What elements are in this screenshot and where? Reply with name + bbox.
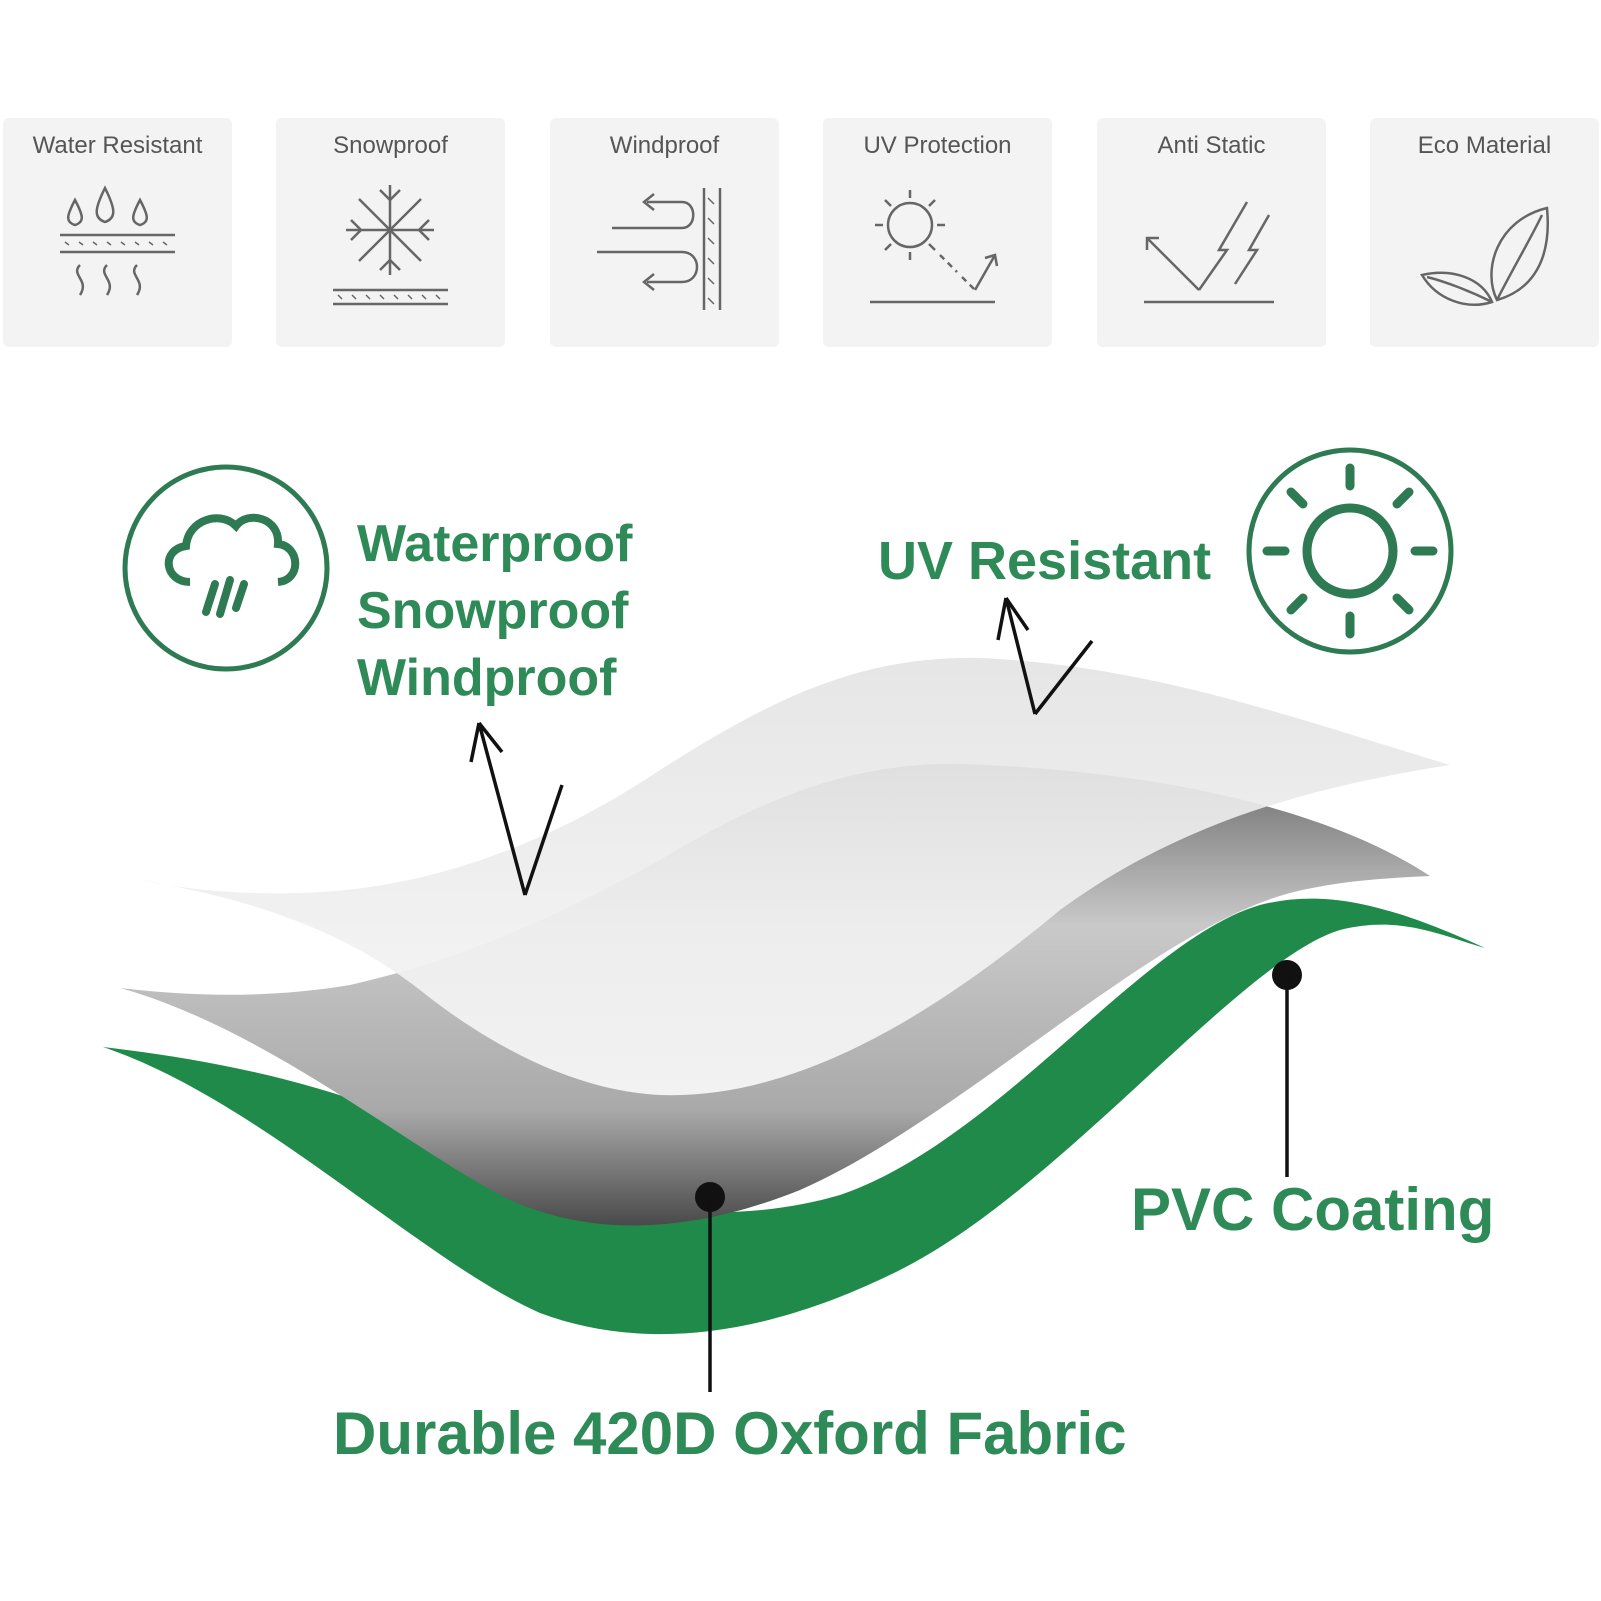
pointer-arrow-uv [996, 597, 1094, 716]
callout-waterproof: Waterproof [357, 515, 633, 573]
callout-oxford-fabric: Durable 420D Oxford Fabric [333, 1400, 1127, 1467]
water-resistant-icon [45, 180, 190, 325]
callout-pvc-coating: PVC Coating [1131, 1176, 1495, 1243]
rain-cloud-badge-icon [120, 462, 332, 674]
white-top-layer [140, 657, 1450, 1096]
feature-label: UV Protection [863, 132, 1012, 159]
callout-uv-resistant: UV Resistant [878, 531, 1212, 591]
sun-badge-icon [1245, 446, 1455, 656]
callout-windproof: Windproof [357, 649, 617, 707]
feature-label: Windproof [609, 132, 720, 159]
feature-label: Snowproof [333, 132, 448, 159]
feature-card-eco-material: Eco Material [1370, 118, 1599, 347]
wind-icon [592, 180, 737, 325]
feature-card-snowproof: Snowproof [276, 118, 505, 347]
feature-label: Water Resistant [32, 132, 203, 159]
snowflake-icon [318, 180, 463, 325]
feature-card-anti-static: Anti Static [1097, 118, 1326, 347]
feature-label: Anti Static [1157, 132, 1266, 159]
callout-snowproof: Snowproof [357, 582, 629, 640]
green-fabric-layer [103, 898, 1485, 1335]
sun-uv-icon [865, 180, 1010, 325]
feature-card-windproof: Windproof [550, 118, 779, 347]
feature-card-water-resistant: Water Resistant [3, 118, 232, 347]
lightning-icon [1139, 180, 1284, 325]
feature-card-uv-protection: UV Protection [823, 118, 1052, 347]
pointer-arrow-left [469, 721, 564, 896]
feature-label: Eco Material [1417, 132, 1552, 159]
leaf-icon [1412, 180, 1557, 325]
